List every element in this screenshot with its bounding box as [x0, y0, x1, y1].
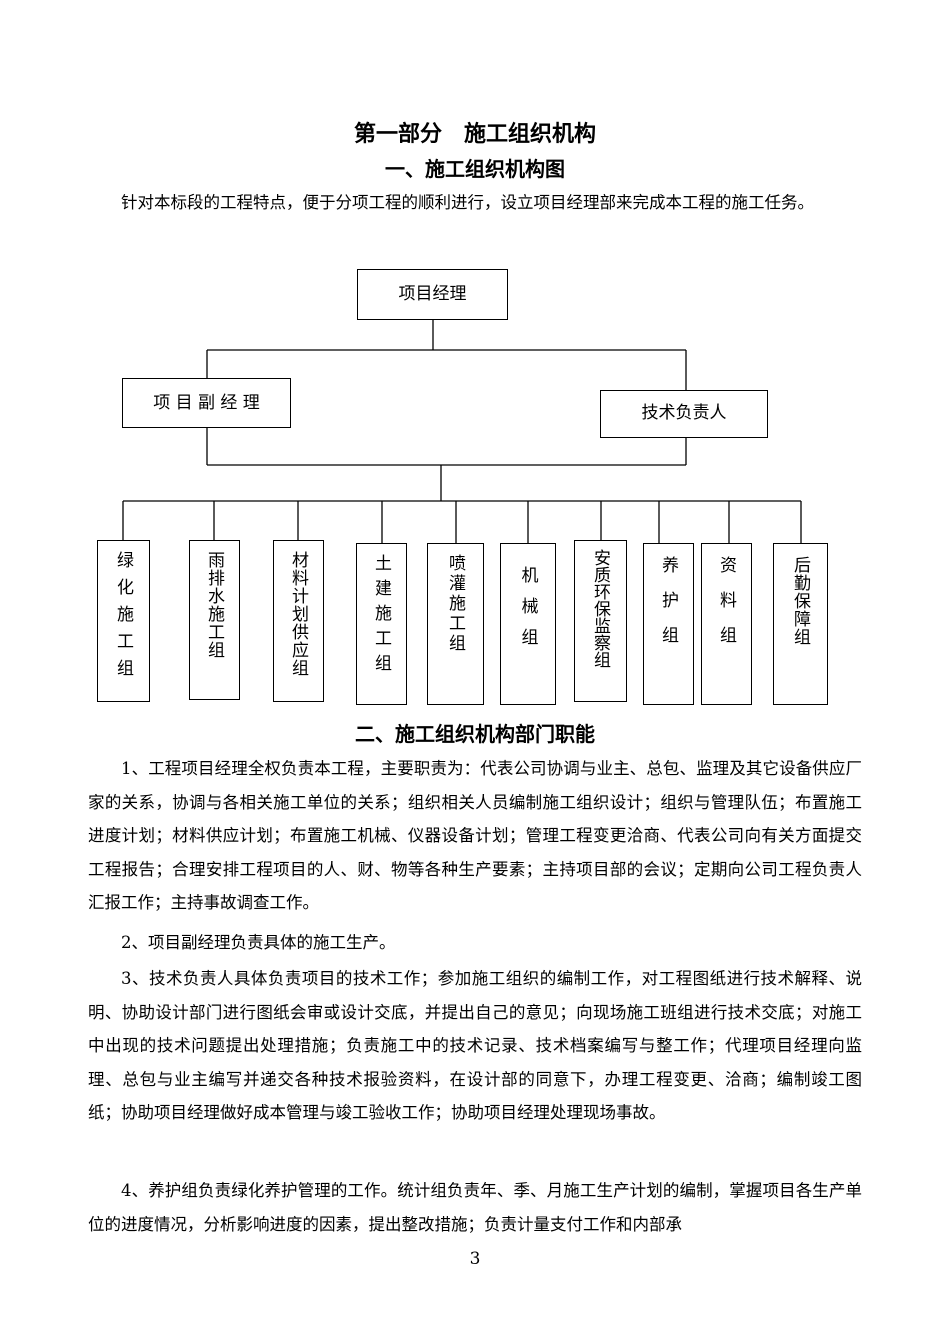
group-box: 雨排水施工组 — [189, 540, 240, 700]
group-label: 雨排水施工组 — [204, 551, 224, 659]
group-box: 资料组 — [701, 543, 752, 705]
group-box: 养护组 — [643, 543, 694, 705]
group-label: 喷灌施工组 — [445, 554, 465, 654]
duty-paragraph: 2、项目副经理负责具体的施工生产。 — [121, 933, 396, 952]
deputy-manager-box: 项 目 副 经 理 — [122, 378, 291, 428]
org-chart-connectors — [122, 320, 802, 543]
duty-paragraph: 1、工程项目经理全权负责本工程，主要职责为：代表公司协调与业主、总包、监理及其它… — [88, 759, 862, 912]
group-label: 材料计划供应组 — [288, 551, 308, 677]
duty-paragraph: 4、养护组负责绿化养护管理的工作。统计组负责年、季、月施工生产计划的编制，掌握项… — [88, 1181, 862, 1234]
project-manager-box: 项目经理 — [357, 269, 508, 320]
intro-paragraph: 针对本标段的工程特点，便于分项工程的顺利进行，设立项目经理部来完成本工程的施工任… — [121, 193, 814, 212]
part-title: 第一部分 施工组织机构 — [353, 121, 596, 147]
group-label: 机械组 — [517, 566, 538, 659]
group-box: 机械组 — [500, 543, 556, 705]
duty-paragraph: 3、技术负责人具体负责项目的技术工作；参加施工组织的编制工作，对工程图纸进行技术… — [88, 969, 862, 1122]
group-label: 土建施工组 — [371, 554, 391, 679]
group-box: 喷灌施工组 — [427, 543, 484, 705]
deputy-manager-label: 项 目 副 经 理 — [153, 393, 260, 413]
section2-heading: 二、施工组织机构部门职能 — [355, 722, 595, 746]
technical-lead-box: 技术负责人 — [600, 390, 768, 438]
group-label: 后勤保障组 — [790, 556, 810, 646]
group-box: 绿化施工组 — [97, 540, 150, 702]
group-label: 养护组 — [658, 556, 678, 661]
technical-lead-label: 技术负责人 — [641, 403, 727, 423]
section1-heading: 一、施工组织机构图 — [385, 157, 565, 181]
group-box: 后勤保障组 — [773, 543, 828, 705]
group-label: 绿化施工组 — [113, 551, 133, 686]
group-box: 安质环保监察组 — [574, 540, 627, 702]
page-number: 3 — [469, 1249, 481, 1269]
group-box: 土建施工组 — [356, 543, 407, 705]
group-label: 资料组 — [716, 556, 736, 661]
group-label: 安质环保监察组 — [590, 549, 610, 668]
project-manager-label: 项目经理 — [398, 284, 467, 304]
group-box: 材料计划供应组 — [273, 540, 324, 702]
